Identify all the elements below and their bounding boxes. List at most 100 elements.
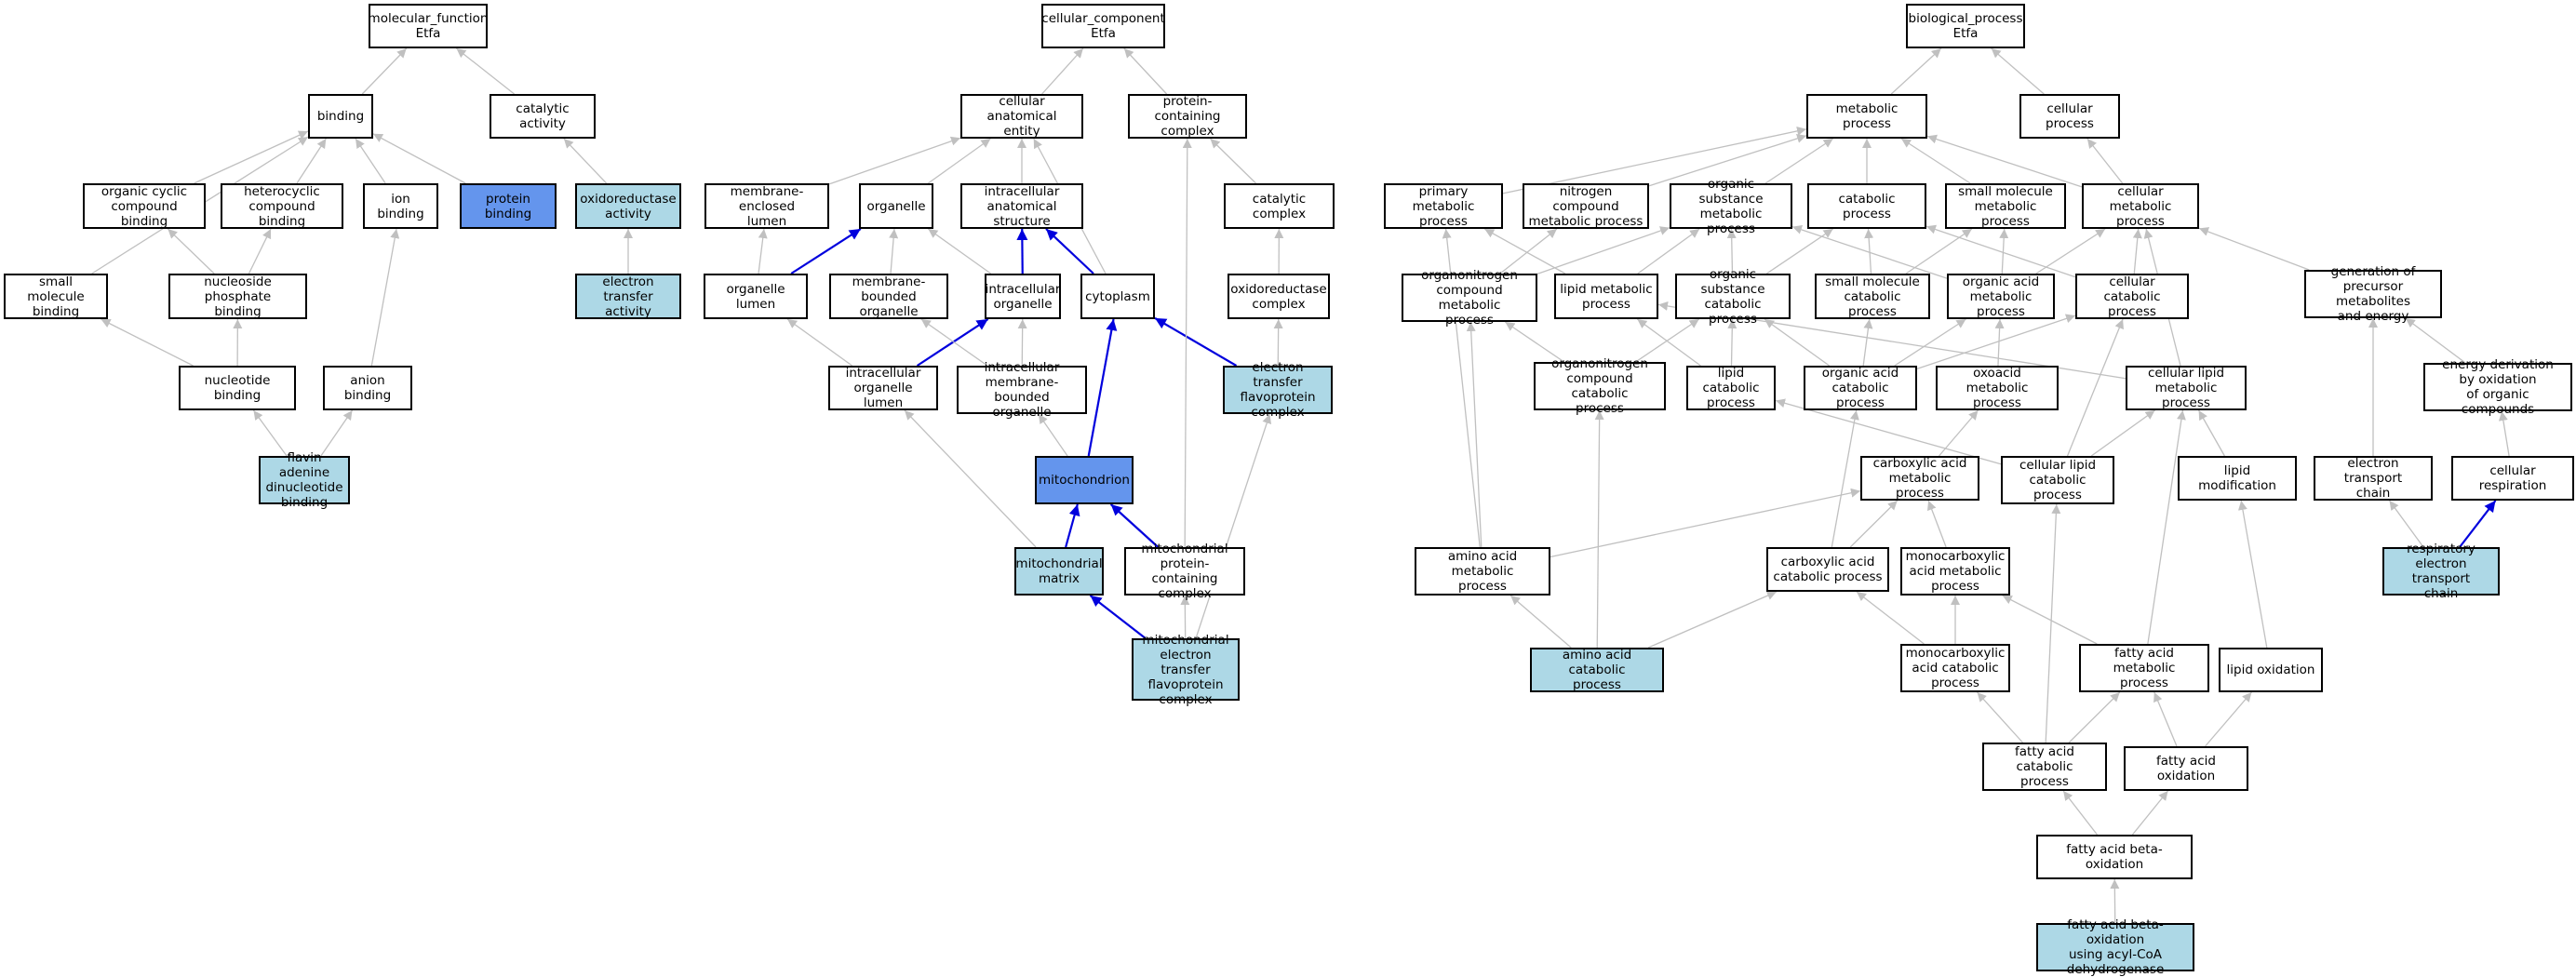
node-oxoacid-metabolic-process[interactable]: oxoacid metabolic process	[1936, 366, 2059, 410]
edge-carboxylic-acid-catabolic-to-carboxylic-acid-metabolic	[1850, 501, 1898, 547]
edge-etf-complex-to-cytoplasm	[1155, 318, 1237, 366]
edge-cellular-catabolic-to-cellular-metabolic	[2134, 229, 2138, 274]
node-mitochondrial-matrix[interactable]: mitochondrial matrix	[1014, 547, 1104, 596]
edge-anion-binding-to-ion-binding	[371, 229, 396, 366]
edge-cellular-respiration-to-energy-derivation	[2502, 411, 2509, 456]
node-oxidoreductase-activity[interactable]: oxidoreductase activity	[575, 183, 681, 229]
edge-organonitrogen-metabolic-to-nitrogen-compound-metabolic	[1500, 229, 1557, 274]
node-anion-binding[interactable]: anion binding	[323, 366, 412, 410]
edge-cellular-metabolic-to-metabolic-process	[1927, 136, 2082, 186]
node-intracellular-anatomical-structure[interactable]: intracellular anatomical structure	[960, 183, 1083, 229]
edge-mitochondrial-matrix-to-intracellular-organelle-lumen	[905, 410, 1036, 547]
node-cellular-anatomical-entity[interactable]: cellular anatomical entity	[960, 94, 1083, 139]
node-nitrogen-compound-metabolic-process[interactable]: nitrogen compound metabolic process	[1523, 183, 1649, 229]
edge-lipid-metabolic-to-primary-metabolic	[1484, 229, 1565, 274]
node-primary-metabolic-process[interactable]: primary metabolic process	[1384, 183, 1503, 229]
node-molecular-function-root[interactable]: molecular_function Etfa	[369, 4, 488, 48]
node-membrane-bounded-organelle[interactable]: membrane-bounded organelle	[829, 274, 948, 319]
node-fatty-acid-metabolic-process[interactable]: fatty acid metabolic process	[2079, 644, 2209, 692]
node-binding[interactable]: binding	[308, 94, 373, 139]
node-organic-substance-catabolic-process[interactable]: organic substance catabolic process	[1675, 274, 1791, 319]
node-oxidoreductase-complex[interactable]: oxidoreductase complex	[1228, 274, 1330, 319]
node-mitochondrial-electron-transfer-flavoprotein-complex[interactable]: mitochondrial electron transfer flavopro…	[1132, 638, 1240, 701]
node-small-molecule-binding[interactable]: small molecule binding	[4, 274, 108, 319]
node-small-molecule-catabolic-process[interactable]: small molecule catabolic process	[1815, 274, 1930, 319]
node-fatty-acid-oxidation[interactable]: fatty acid oxidation	[2124, 746, 2248, 791]
node-cellular-lipid-metabolic-process[interactable]: cellular lipid metabolic process	[2126, 366, 2247, 410]
edge-lipid-oxidation-to-lipid-modification	[2241, 501, 2267, 648]
node-organic-substance-metabolic-process[interactable]: organic substance metabolic process	[1670, 183, 1792, 229]
node-cellular-lipid-catabolic-process[interactable]: cellular lipid catabolic process	[2001, 456, 2114, 504]
node-amino-acid-metabolic-process[interactable]: amino acid metabolic process	[1415, 547, 1550, 596]
edge-carboxylic-acid-catabolic-to-organic-acid-catabolic	[1831, 410, 1856, 547]
node-generation-of-precursor-metabolites-and-energy[interactable]: generation of precursor metabolites and …	[2304, 270, 2442, 318]
edge-organic-acid-catabolic-to-cellular-catabolic	[1917, 315, 2075, 368]
edge-fad-binding-to-anion-binding	[321, 410, 353, 456]
node-lipid-metabolic-process[interactable]: lipid metabolic process	[1554, 274, 1658, 319]
node-organic-acid-metabolic-process[interactable]: organic acid metabolic process	[1947, 274, 2055, 319]
edge-fatty-acid-oxidation-to-fatty-acid-metabolic	[2154, 692, 2177, 746]
node-intracellular-organelle[interactable]: intracellular organelle	[985, 274, 1061, 319]
edge-fatty-acid-catabolic-to-fatty-acid-metabolic	[2069, 692, 2120, 743]
node-cellular-respiration[interactable]: cellular respiration	[2451, 456, 2574, 501]
edge-organic-acid-metabolic-to-small-molecule-metabolic	[2002, 229, 2004, 274]
node-monocarboxylic-acid-metabolic-process[interactable]: monocarboxylic acid metabolic process	[1900, 547, 2010, 596]
node-electron-transfer-flavoprotein-complex[interactable]: electron transfer flavoprotein complex	[1223, 366, 1333, 414]
node-monocarboxylic-acid-catabolic-process[interactable]: monocarboxylic acid catabolic process	[1900, 644, 2010, 692]
node-heterocyclic-compound-binding[interactable]: heterocyclic compound binding	[221, 183, 343, 229]
node-cytoplasm[interactable]: cytoplasm	[1080, 274, 1155, 319]
node-ion-binding[interactable]: ion binding	[363, 183, 438, 229]
edge-binding-to-mf-root	[362, 48, 406, 94]
node-nucleoside-phosphate-binding[interactable]: nucleoside phosphate binding	[168, 274, 307, 319]
node-fatty-acid-catabolic-process[interactable]: fatty acid catabolic process	[1982, 743, 2107, 791]
node-mitochondrial-protein-containing-complex[interactable]: mitochondrial protein-containing complex	[1124, 547, 1245, 596]
node-catalytic-activity[interactable]: catalytic activity	[490, 94, 596, 139]
node-small-molecule-metabolic-process[interactable]: small molecule metabolic process	[1945, 183, 2066, 229]
node-electron-transport-chain[interactable]: electron transport chain	[2314, 456, 2433, 501]
node-lipid-oxidation[interactable]: lipid oxidation	[2219, 648, 2323, 692]
edge-fatty-acid-oxidation-to-lipid-oxidation	[2206, 692, 2252, 746]
node-cellular-catabolic-process[interactable]: cellular catabolic process	[2075, 274, 2189, 319]
node-metabolic-process[interactable]: metabolic process	[1806, 94, 1927, 139]
node-biological-process-root[interactable]: biological_process Etfa	[1906, 4, 2025, 48]
node-electron-transfer-activity[interactable]: electron transfer activity	[575, 274, 681, 319]
node-lipid-catabolic-process[interactable]: lipid catabolic process	[1686, 366, 1776, 410]
node-carboxylic-acid-catabolic-process[interactable]: carboxylic acid catabolic process	[1766, 547, 1889, 592]
node-protein-containing-complex[interactable]: protein-containing complex	[1128, 94, 1247, 139]
node-amino-acid-catabolic-process[interactable]: amino acid catabolic process	[1530, 648, 1664, 692]
node-catalytic-complex[interactable]: catalytic complex	[1224, 183, 1335, 229]
node-organic-acid-catabolic-process[interactable]: organic acid catabolic process	[1804, 366, 1917, 410]
node-catabolic-process[interactable]: catabolic process	[1807, 183, 1926, 229]
node-fatty-acid-beta-oxidation[interactable]: fatty acid beta-oxidation	[2036, 835, 2193, 879]
node-fatty-acid-beta-oxidation-using-acyl-coa-dehydrogenase[interactable]: fatty acid beta-oxidation using acyl-CoA…	[2036, 923, 2194, 971]
node-organonitrogen-compound-metabolic-process[interactable]: organonitrogen compound metabolic proces…	[1402, 274, 1537, 322]
edge-amino-acid-catabolic-to-amino-acid-metabolic	[1510, 596, 1571, 648]
node-mitochondrion[interactable]: mitochondrion	[1035, 456, 1134, 504]
node-protein-binding[interactable]: protein binding	[460, 183, 557, 229]
node-nucleotide-binding[interactable]: nucleotide binding	[179, 366, 296, 410]
edge-organic-acid-catabolic-to-small-molecule-catabolic	[1863, 319, 1870, 366]
node-carboxylic-acid-metabolic-process[interactable]: carboxylic acid metabolic process	[1860, 456, 1979, 501]
edge-generation-precursor-to-cellular-metabolic	[2199, 228, 2309, 270]
edge-cellular-metabolic-to-cellular-process	[2087, 139, 2123, 183]
node-organic-cyclic-compound-binding[interactable]: organic cyclic compound binding	[83, 183, 206, 229]
edge-mitochondrion-to-cytoplasm	[1089, 319, 1114, 456]
node-fad-binding[interactable]: flavin adenine dinucleotide binding	[259, 456, 350, 504]
edge-respiratory-etc-to-cellular-respiration	[2460, 501, 2496, 547]
edge-oxidoreductase-activity-to-catalytic-activity	[564, 139, 607, 183]
node-cellular-component-root[interactable]: cellular_component Etfa	[1041, 4, 1165, 48]
node-organelle-lumen[interactable]: organelle lumen	[704, 274, 808, 319]
node-intracellular-organelle-lumen[interactable]: intracellular organelle lumen	[828, 366, 938, 410]
node-organonitrogen-compound-catabolic-process[interactable]: organonitrogen compound catabolic proces…	[1534, 362, 1666, 410]
node-cellular-process[interactable]: cellular process	[2019, 94, 2120, 139]
node-membrane-enclosed-lumen[interactable]: membrane-enclosed lumen	[704, 183, 829, 229]
node-organelle[interactable]: organelle	[859, 183, 933, 229]
node-intracellular-membrane-bounded-organelle[interactable]: intracellular membrane-bounded organelle	[957, 366, 1087, 414]
edge-energy-derivation-to-generation-precursor	[2406, 318, 2465, 363]
node-cellular-metabolic-process[interactable]: cellular metabolic process	[2082, 183, 2199, 229]
edge-lipid-catabolic-to-organic-substance-catabolic	[1731, 319, 1732, 366]
edge-organic-acid-metabolic-to-organic-substance-metabolic	[1792, 227, 1947, 279]
node-lipid-modification[interactable]: lipid modification	[2178, 456, 2297, 501]
node-energy-derivation-by-oxidation-of-organic-compounds[interactable]: energy derivation by oxidation of organi…	[2423, 363, 2572, 411]
node-respiratory-electron-transport-chain[interactable]: respiratory electron transport chain	[2382, 547, 2500, 596]
